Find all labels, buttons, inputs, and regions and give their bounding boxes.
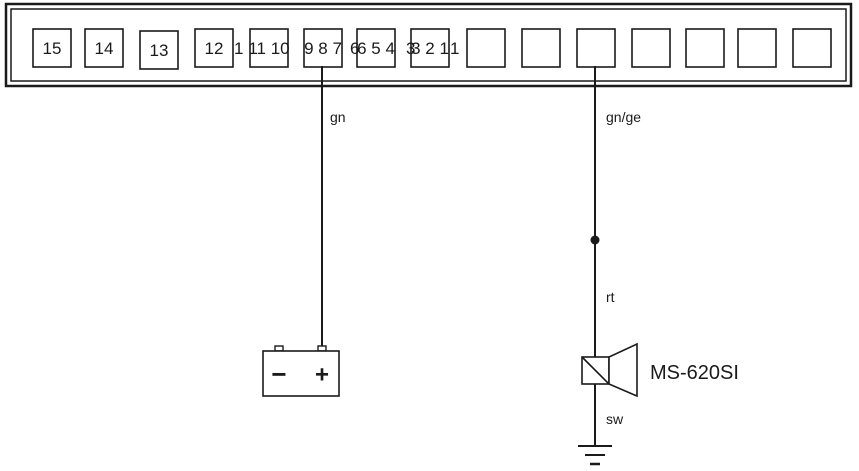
connector-overlap-digit: 1 — [450, 39, 459, 58]
connector-terminal-label: 3 2 1 — [411, 39, 449, 58]
connector-overlap-digit: 3 — [406, 39, 415, 58]
connector-overlap-digit: 1 — [234, 39, 243, 58]
connector-terminal-box — [303, 28, 343, 68]
connector-terminal-label: 12 — [205, 39, 224, 58]
connector-terminal-label: 14 — [95, 39, 114, 58]
connector-terminal-box — [737, 28, 777, 68]
connector-terminal-label: 13 — [150, 41, 169, 60]
siren-upper-wire-label: gn/ge — [606, 109, 641, 125]
connector-terminal-box — [685, 28, 725, 68]
connector-terminal-box — [249, 28, 289, 68]
siren-model-label: MS-620SI — [650, 362, 739, 384]
wire-junction-dot — [590, 235, 600, 245]
connector-terminal-label: 6 5 4 — [357, 39, 395, 58]
battery-icon: − + — [262, 345, 340, 397]
connector-terminal-box — [194, 28, 234, 68]
siren-mid-wire-label: rt — [606, 289, 615, 305]
connector-terminal-box — [631, 28, 671, 68]
siren-ground-wire-label: sw — [606, 411, 624, 427]
battery-wire-label: gn — [330, 109, 346, 125]
connector-terminal-box — [356, 28, 396, 68]
connector-terminal-box — [521, 28, 561, 68]
connector-terminal-box — [410, 28, 450, 68]
connector-terminal-box — [139, 30, 179, 70]
connector-inner-frame — [10, 8, 847, 82]
battery-body — [262, 350, 340, 397]
connector-terminal-box — [32, 28, 72, 68]
connector-terminal-label: 9 8 7 — [304, 39, 342, 58]
battery-plus-sign: + — [315, 361, 329, 388]
battery-minus-sign: − — [271, 359, 286, 389]
connector-terminal-box — [792, 28, 832, 68]
connector-terminal-label: 15 — [43, 39, 62, 58]
siren-driver-diagonal — [581, 356, 610, 385]
connector-terminal-label: 11 10 — [248, 39, 289, 58]
connector-overlap-digit: 6 — [350, 39, 359, 58]
connector-terminal-box — [466, 28, 506, 68]
connector-terminal-box — [84, 28, 124, 68]
connector-terminal-box — [576, 28, 616, 68]
siren-horn — [608, 342, 638, 398]
ground-icon — [578, 445, 612, 466]
siren-icon — [581, 342, 638, 398]
